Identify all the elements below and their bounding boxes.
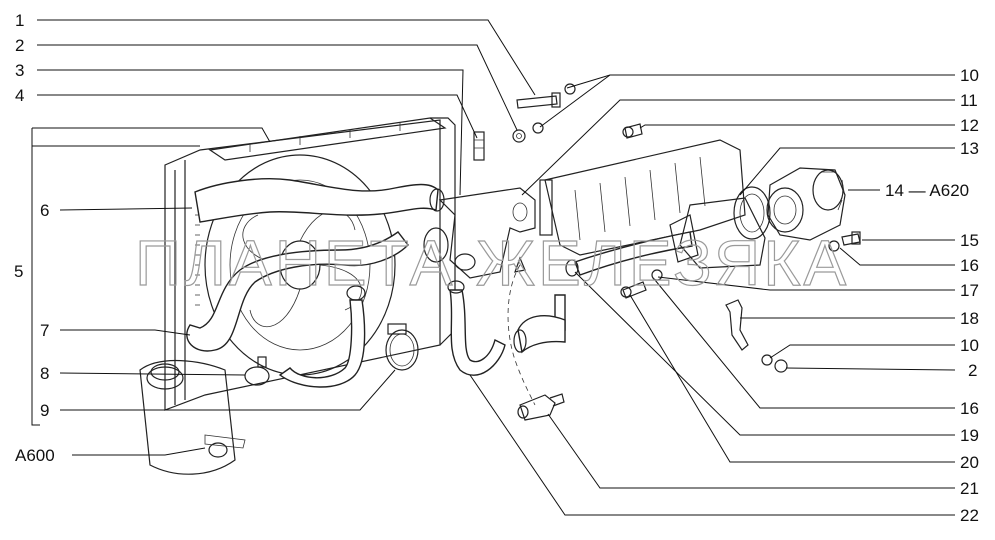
nut [512, 129, 526, 143]
label-13: 13 [960, 139, 979, 158]
label-10: 10 [960, 66, 979, 85]
label-21: 21 [960, 479, 979, 498]
label-11: 11 [960, 91, 978, 110]
label-1: 1 [15, 11, 24, 30]
upper-hose [194, 178, 439, 223]
lower-hose [186, 231, 409, 352]
label-20: 20 [960, 453, 979, 472]
label-2: 2 [15, 36, 24, 55]
label-22: 22 [960, 506, 979, 525]
bypass-hose [278, 299, 366, 388]
label-2-lower: 2 [968, 361, 977, 380]
hose-clamp-large [385, 323, 419, 371]
label-16-lower: 16 [960, 399, 979, 418]
bolt [516, 92, 561, 109]
cylinder-head [539, 139, 746, 256]
thermostat-housing [423, 187, 536, 279]
pipe-bolt [620, 281, 647, 299]
label-14-a620: 14 — A620 [885, 181, 969, 200]
part-labels: 1 2 3 4 5 6 7 8 9 A600 10 11 12 13 14 — … [14, 11, 979, 525]
leader-lines [31, 19, 956, 516]
assembly-line [507, 264, 536, 406]
expansion-tank [139, 360, 246, 475]
label-19: 19 [960, 426, 979, 445]
water-pump [766, 167, 846, 241]
bracket [725, 299, 749, 351]
heater-hose [449, 289, 506, 376]
coolant-pipe [513, 197, 766, 354]
hose-clamp-small [244, 356, 270, 386]
label-10-lower: 10 [960, 336, 979, 355]
head-bolt [622, 123, 643, 139]
washer [532, 83, 576, 134]
spring-washer [651, 240, 840, 281]
pump-bolt [841, 231, 861, 246]
washer-right [761, 354, 773, 366]
label-5: 5 [14, 262, 23, 281]
nut-right [774, 359, 788, 373]
label-a600: A600 [15, 446, 55, 465]
label-9: 9 [40, 401, 49, 420]
gauge-sensor [517, 393, 565, 421]
temperature-sensor [473, 131, 485, 161]
watermark: ПЛАНЕТА ЖЕЛЕЗЯКА [135, 227, 849, 299]
label-12: 12 [960, 116, 979, 135]
label-7: 7 [40, 321, 49, 340]
label-6: 6 [40, 201, 49, 220]
pump-gasket [733, 186, 771, 240]
label-3: 3 [15, 61, 24, 80]
label-16: 16 [960, 256, 979, 275]
label-4: 4 [15, 86, 24, 105]
label-8: 8 [40, 364, 49, 383]
label-18: 18 [960, 309, 979, 328]
label-15: 15 [960, 231, 979, 250]
label-17: 17 [960, 281, 979, 300]
